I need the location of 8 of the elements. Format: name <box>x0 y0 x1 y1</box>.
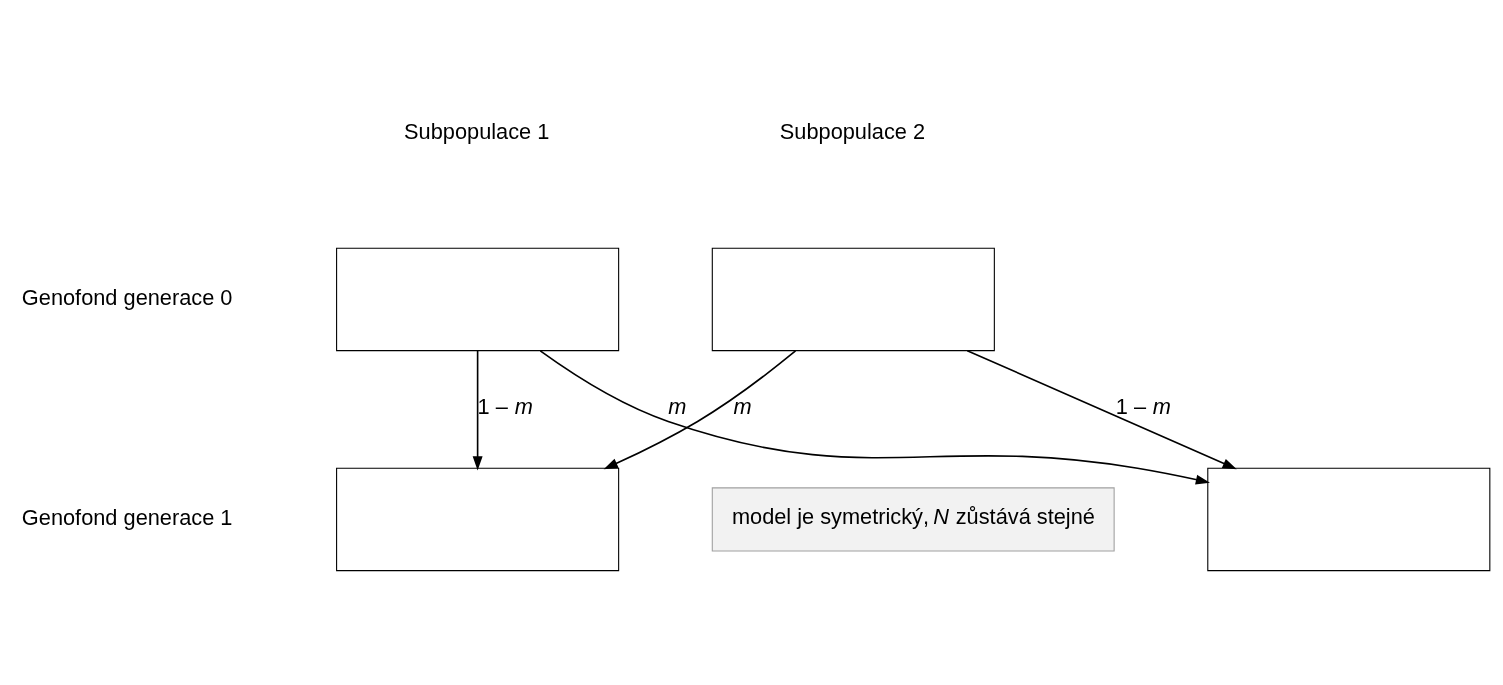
edge-label: m <box>733 393 752 419</box>
edge-label: m <box>668 393 687 419</box>
edge-label: 1 – m <box>477 393 533 419</box>
label: Subpopulace 1 <box>404 119 550 145</box>
label: Genofond generace 1 <box>21 504 233 530</box>
edge-label: 1 – m <box>1115 393 1171 419</box>
label: Genofond generace 0 <box>21 284 233 310</box>
label: Subpopulace 2 <box>779 119 926 145</box>
